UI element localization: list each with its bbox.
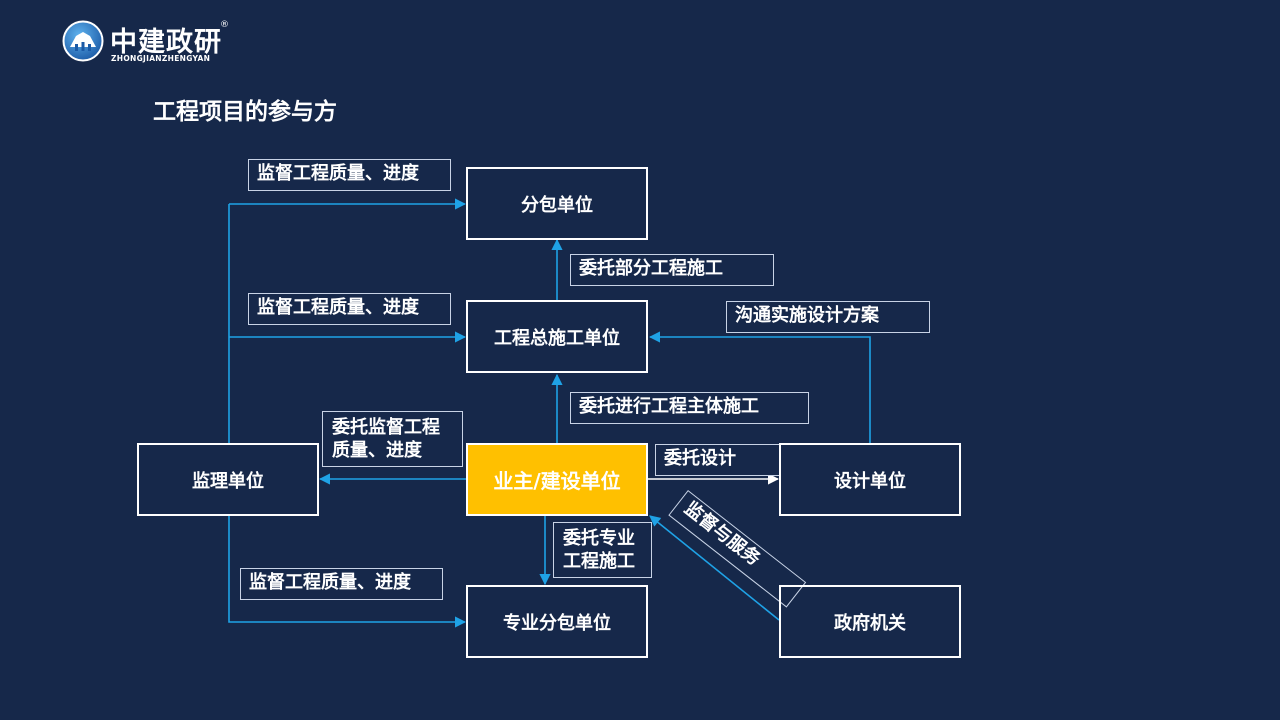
node-government: 政府机关	[779, 585, 961, 658]
page-title: 工程项目的参与方	[153, 99, 337, 125]
label-entrust-specialty-line1: 委托专业	[563, 528, 635, 549]
label-supervise-subcontractor: 监督工程质量、进度	[248, 159, 451, 191]
label-entrust-specialty-line2: 工程施工	[563, 551, 635, 572]
logo-chinese-name: 中建政研	[110, 27, 222, 58]
globe-logo-icon	[62, 20, 104, 62]
label-entrust-main: 委托进行工程主体施工	[570, 392, 809, 424]
node-specialty-subcontractor: 专业分包单位	[466, 585, 648, 658]
label-entrust-design: 委托设计	[655, 444, 779, 476]
label-entrust-supervision-line2: 质量、进度	[332, 440, 422, 461]
label-entrust-specialty: 委托专业 工程施工	[553, 522, 652, 578]
label-supervise-specialty: 监督工程质量、进度	[240, 568, 443, 600]
label-supervise-general: 监督工程质量、进度	[248, 293, 451, 325]
government-to-owner-arrow	[649, 515, 780, 621]
node-general-contractor: 工程总施工单位	[466, 300, 648, 373]
node-owner: 业主/建设单位	[466, 443, 648, 516]
designer-to-general-arrow	[648, 331, 871, 443]
node-designer: 设计单位	[779, 443, 961, 516]
supervisor-to-specialty-arrow	[228, 516, 467, 628]
registered-mark: ®	[220, 20, 229, 30]
label-entrust-supervision-line1: 委托监督工程	[332, 417, 440, 438]
label-entrust-supervision: 委托监督工程 质量、进度	[322, 411, 463, 467]
logo-english-name: ZHONGJIANZHENGYAN	[111, 54, 211, 63]
label-communicate-design: 沟通实施设计方案	[726, 301, 930, 333]
node-subcontractor: 分包单位	[466, 167, 648, 240]
label-entrust-partial: 委托部分工程施工	[570, 254, 774, 286]
node-supervisor: 监理单位	[137, 443, 319, 516]
company-logo: 中建政研 ® ZHONGJIANZHENGYAN	[60, 18, 240, 66]
